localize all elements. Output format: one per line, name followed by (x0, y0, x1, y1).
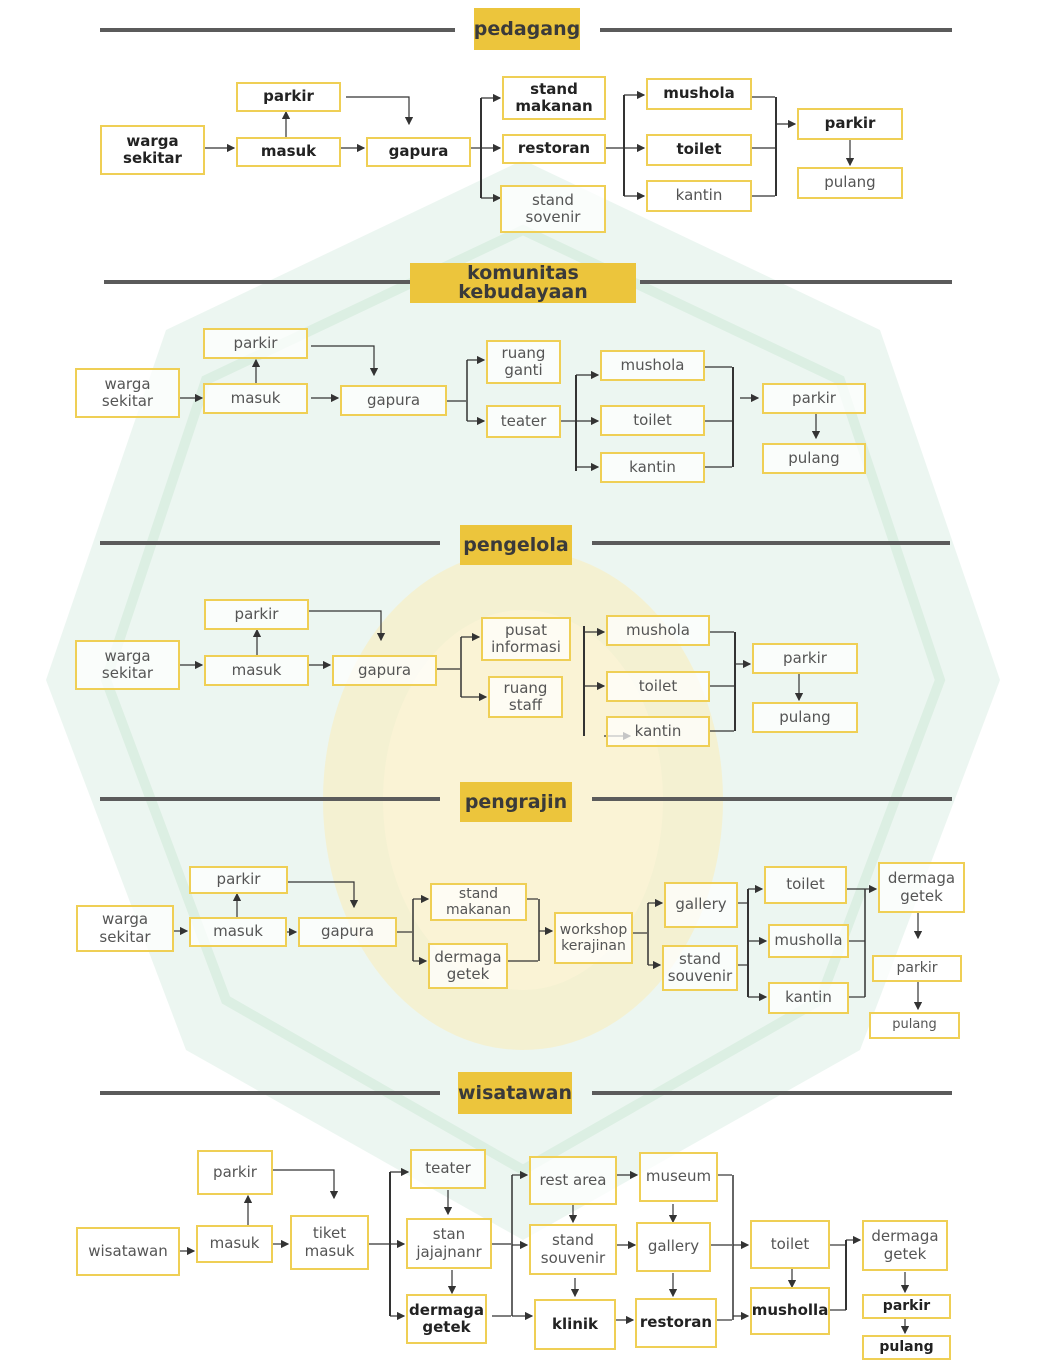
node-dermaga-getek-out: dermaga getek (862, 1220, 948, 1271)
node-toilet: toilet (750, 1220, 830, 1269)
section-title-pedagang: pedagang (474, 8, 580, 50)
node-parkir: parkir (197, 1150, 273, 1195)
node-museum: museum (639, 1152, 718, 1202)
node-stand-makanan: stand makanan (502, 76, 606, 120)
node-toilet: toilet (600, 405, 705, 436)
node-pulang: pulang (762, 443, 866, 474)
section-rule (592, 1091, 952, 1095)
node-mushola: mushola (646, 78, 752, 110)
node-warga-sekitar: warga sekitar (75, 368, 180, 418)
section-rule (592, 541, 950, 545)
node-kantin: kantin (646, 180, 752, 212)
node-dermaga-getek: dermaga getek (406, 1294, 487, 1344)
node-kantin: kantin (606, 716, 710, 747)
node-gapura: gapura (366, 137, 471, 167)
node-pulang: pulang (752, 702, 858, 733)
node-musholla: musholla (768, 924, 849, 958)
node-restoran: restoran (635, 1298, 717, 1348)
node-warga-sekitar: warga sekitar (100, 125, 205, 175)
node-parkir-out: parkir (752, 643, 858, 674)
node-mushola: mushola (600, 350, 705, 381)
node-ruang-ganti: ruang ganti (486, 340, 561, 384)
node-tiket-masuk: tiket masuk (290, 1215, 369, 1270)
section-title-pengrajin: pengrajin (460, 782, 572, 822)
node-musholla: musholla (750, 1287, 830, 1335)
node-masuk: masuk (189, 917, 287, 947)
node-gapura: gapura (340, 385, 447, 416)
node-masuk: masuk (196, 1225, 273, 1263)
section-rule (100, 541, 440, 545)
node-toilet: toilet (764, 866, 847, 904)
node-masuk: masuk (204, 655, 309, 686)
node-klinik: klinik (534, 1299, 616, 1350)
node-wisatawan: wisatawan (76, 1227, 180, 1276)
section-rule (104, 280, 410, 284)
node-mushola: mushola (606, 615, 710, 646)
node-gapura: gapura (332, 655, 437, 686)
node-gallery: gallery (664, 882, 738, 928)
node-parkir: parkir (236, 82, 341, 112)
node-warga-sekitar: warga sekitar (75, 640, 180, 690)
node-teater: teater (410, 1149, 486, 1189)
node-parkir-out: parkir (797, 108, 903, 140)
node-pulang: pulang (862, 1335, 951, 1360)
section-rule (100, 1091, 440, 1095)
section-rule (100, 797, 440, 801)
node-stand-souvenir: stand souvenir (662, 945, 738, 991)
section-title-wisatawan: wisatawan (458, 1072, 572, 1114)
node-gapura: gapura (298, 917, 397, 947)
section-rule (100, 28, 455, 32)
node-masuk: masuk (236, 137, 341, 167)
node-parkir: parkir (204, 599, 309, 630)
node-dermaga-getek: dermaga getek (428, 943, 508, 989)
section-rule (640, 280, 952, 284)
section-rule (600, 28, 952, 32)
node-masuk: masuk (203, 383, 308, 414)
node-kantin: kantin (768, 982, 849, 1014)
node-teater: teater (486, 405, 561, 438)
node-parkir: parkir (203, 328, 308, 359)
node-parkir-out: parkir (872, 955, 962, 982)
node-parkir-out: parkir (862, 1294, 951, 1319)
node-kantin: kantin (600, 452, 705, 483)
node-toilet: toilet (646, 134, 752, 166)
node-pusat-informasi: pusat informasi (481, 617, 571, 661)
node-gallery: gallery (636, 1222, 711, 1272)
node-ruang-staff: ruang staff (488, 676, 563, 718)
node-dermaga-getek-out: dermaga getek (878, 862, 965, 913)
node-toilet: toilet (606, 671, 710, 702)
node-parkir: parkir (189, 866, 288, 894)
section-title-komunitas: komunitas kebudayaan (410, 263, 636, 303)
node-stand-makanan: stand makanan (430, 883, 527, 921)
section-title-pengelola: pengelola (460, 525, 572, 565)
node-rest-area: rest area (529, 1156, 617, 1205)
node-parkir-out: parkir (762, 383, 866, 414)
node-pulang: pulang (869, 1012, 960, 1039)
node-pulang: pulang (797, 167, 903, 199)
node-stand-souvenir: stand souvenir (529, 1224, 617, 1275)
node-workshop-kerajinan: workshop kerajinan (554, 912, 633, 964)
node-restoran: restoran (502, 134, 606, 164)
node-warga-sekitar: warga sekitar (76, 905, 174, 952)
node-stan-jajanan: stan jajajnanr (406, 1218, 492, 1269)
section-rule (592, 797, 952, 801)
node-stand-sovenir: stand sovenir (500, 185, 606, 233)
